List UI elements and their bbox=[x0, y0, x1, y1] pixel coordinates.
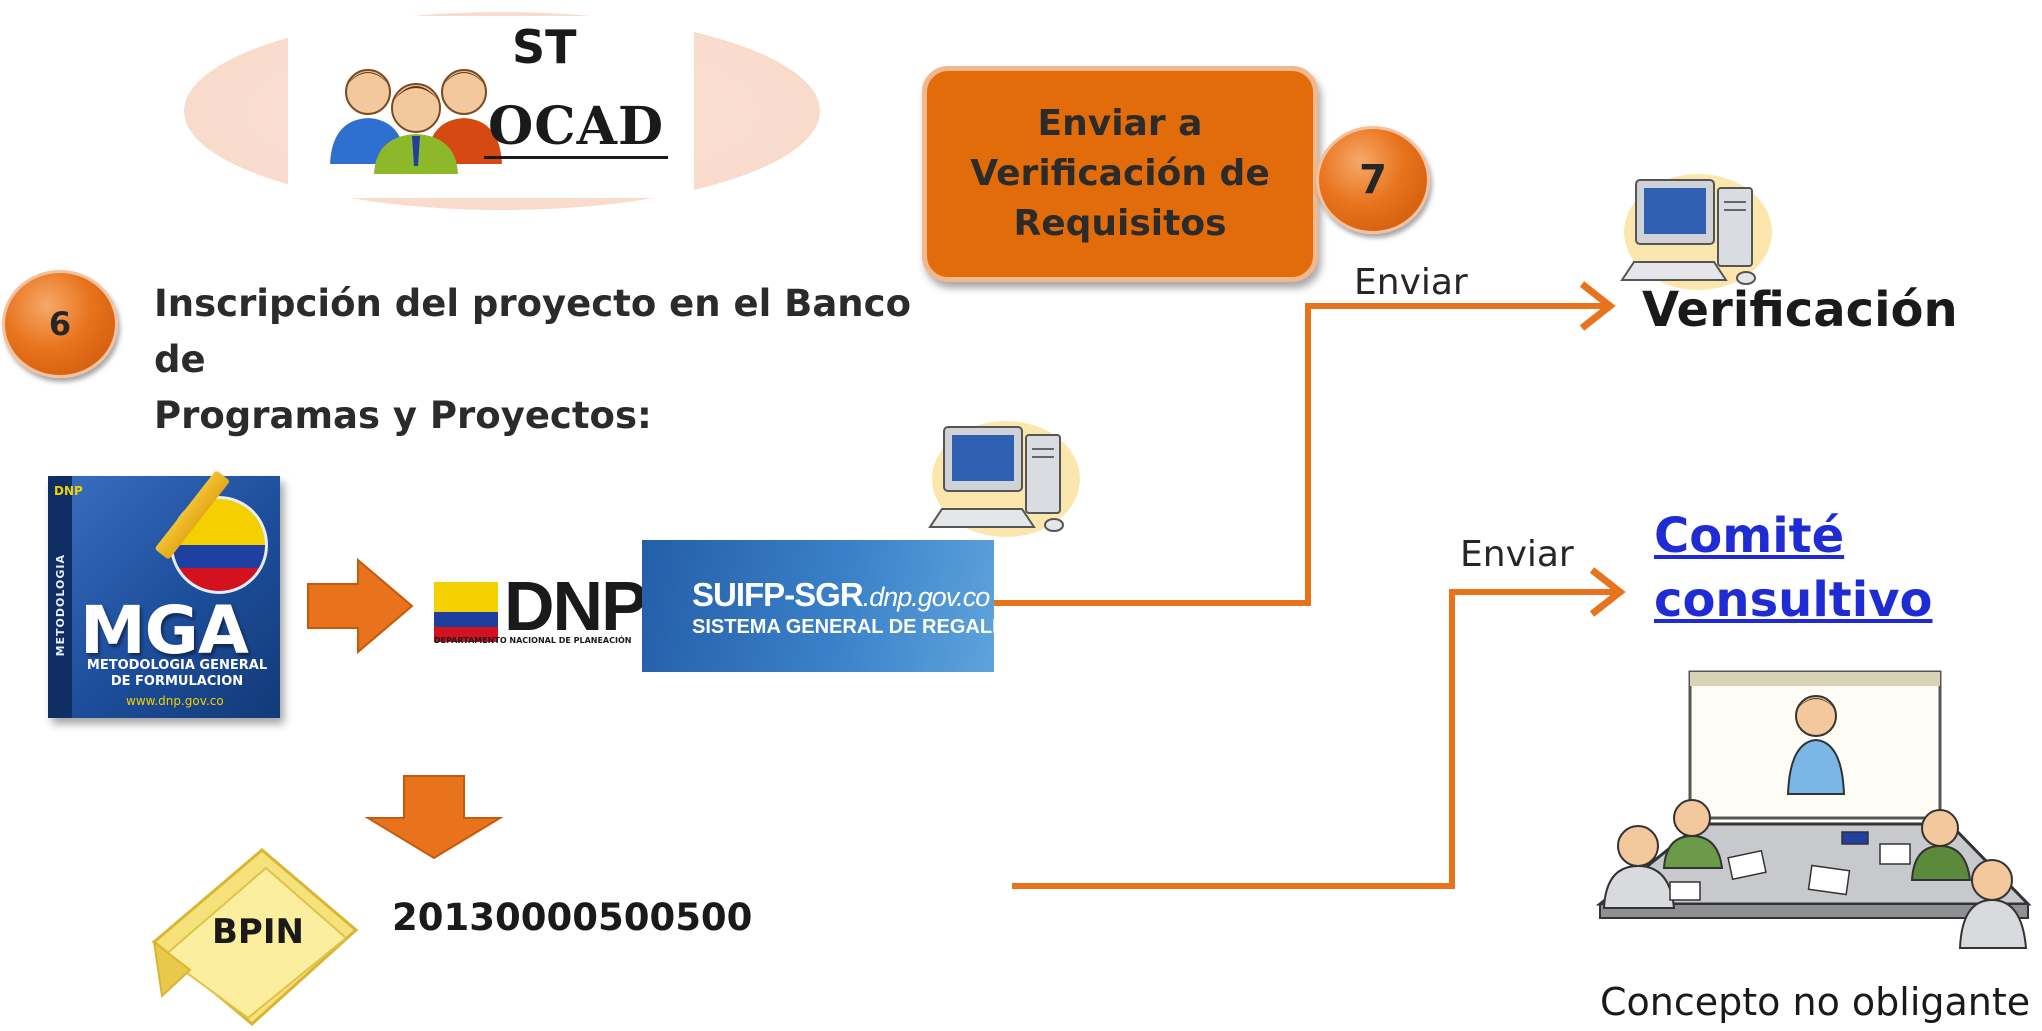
suifp-title-main: SUIFP-SGR bbox=[692, 576, 864, 613]
connector-suifp-to-verificacion bbox=[992, 303, 1604, 606]
suifp-sgr-banner[interactable] bbox=[642, 540, 994, 672]
send-label-top: Enviar bbox=[1354, 262, 1468, 303]
step7-number-badge: 7 bbox=[1316, 126, 1430, 234]
right-arrow-mga-to-dnp bbox=[307, 557, 414, 655]
send-label-bottom: Enviar bbox=[1460, 534, 1574, 575]
st-ocad-card bbox=[288, 16, 694, 198]
step7-title: Enviar a Verificación de Requisitos bbox=[970, 103, 1270, 244]
concepto-label: Concepto no obligante bbox=[1600, 980, 2031, 1024]
connector-bpin-to-comite bbox=[1012, 589, 1614, 889]
computer-icon-verificacion bbox=[1620, 174, 1772, 290]
mga-subtitle: METODOLOGIA GENERAL DE FORMULACION bbox=[86, 658, 268, 689]
mga-url: www.dnp.gov.co bbox=[126, 694, 224, 708]
bpin-folder-icon bbox=[151, 848, 359, 1026]
suifp-title: SUIFP-SGR.dnp.gov.co bbox=[692, 576, 991, 614]
down-arrow-to-bpin bbox=[364, 775, 504, 860]
step7-action-box[interactable]: Enviar a Verificación de Requisitos bbox=[922, 66, 1318, 282]
comite-consultivo-link[interactable]: Comité consultivo bbox=[1654, 508, 1933, 628]
bpin-number: 20130000500500 bbox=[392, 896, 753, 939]
arrowhead-verificacion bbox=[1579, 281, 1616, 331]
dnp-subtitle: DEPARTAMENTO NACIONAL DE PLANEACIÓN bbox=[434, 636, 632, 645]
bpin-label: BPIN bbox=[212, 912, 304, 952]
mga-dnp-tag: DNP bbox=[54, 484, 83, 498]
suifp-subtitle: SISTEMA GENERAL DE REGALIAS bbox=[692, 616, 1026, 638]
ocad-label: OCAD bbox=[484, 98, 669, 159]
suifp-domain: .dnp.gov.co bbox=[862, 582, 991, 612]
dnp-logo-text: DNP bbox=[504, 567, 648, 645]
step6-description: Inscripción del proyecto en el Banco de … bbox=[154, 282, 912, 437]
dnp-flag-icon bbox=[434, 582, 498, 642]
mga-spine-text: METODOLOGIA bbox=[54, 554, 67, 657]
arrowhead-comite bbox=[1589, 567, 1626, 617]
st-label: ST bbox=[512, 20, 577, 74]
verificacion-label: Verificación bbox=[1642, 282, 1958, 338]
computer-icon-suifp bbox=[928, 421, 1080, 537]
meeting-illustration bbox=[1595, 670, 2032, 949]
mga-title: MGA bbox=[80, 592, 249, 669]
step6-number-badge: 6 bbox=[2, 270, 118, 378]
people-group-icon bbox=[330, 69, 502, 174]
mga-book-spine: METODOLOGIA bbox=[48, 476, 72, 718]
